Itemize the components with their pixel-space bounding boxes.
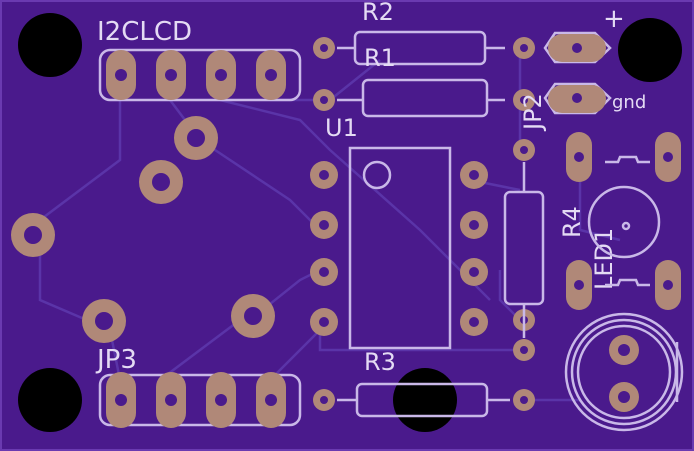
label-r1: R1 (364, 44, 396, 72)
jp3-header: JP3 (95, 345, 302, 428)
mounting-hole-bottom-left (18, 368, 82, 432)
label-jp3: JP3 (95, 345, 137, 375)
resistor-r2: R2 (337, 0, 505, 66)
i2clcd-header: I2CLCD (97, 17, 302, 102)
label-jp2: JP2 (519, 93, 547, 132)
led-footprint-large (564, 312, 684, 432)
label-led1: LED1 (590, 228, 618, 290)
label-r3: R3 (364, 348, 396, 376)
label-r2: R2 (362, 0, 394, 26)
label-i2clcd: I2CLCD (97, 17, 192, 47)
resistor-r3: R3 (337, 348, 510, 418)
mounting-hole-bottom-middle (393, 368, 457, 432)
label-gnd: gnd (612, 92, 646, 113)
power-connector: + gnd (543, 4, 646, 115)
label-plus: + (603, 4, 625, 34)
mounting-hole-top-left (18, 13, 82, 77)
resistor-vertical (503, 162, 545, 338)
mounting-hole-top-right (618, 18, 682, 82)
label-r4: R4 (558, 206, 586, 238)
r4-led1-area: R4 LED1 (558, 132, 681, 310)
resistor-r1: R1 (337, 44, 505, 118)
label-u1: U1 (325, 114, 358, 142)
round-pads (11, 116, 275, 343)
small-pads (313, 37, 535, 411)
ic-u1: U1 (310, 114, 488, 350)
